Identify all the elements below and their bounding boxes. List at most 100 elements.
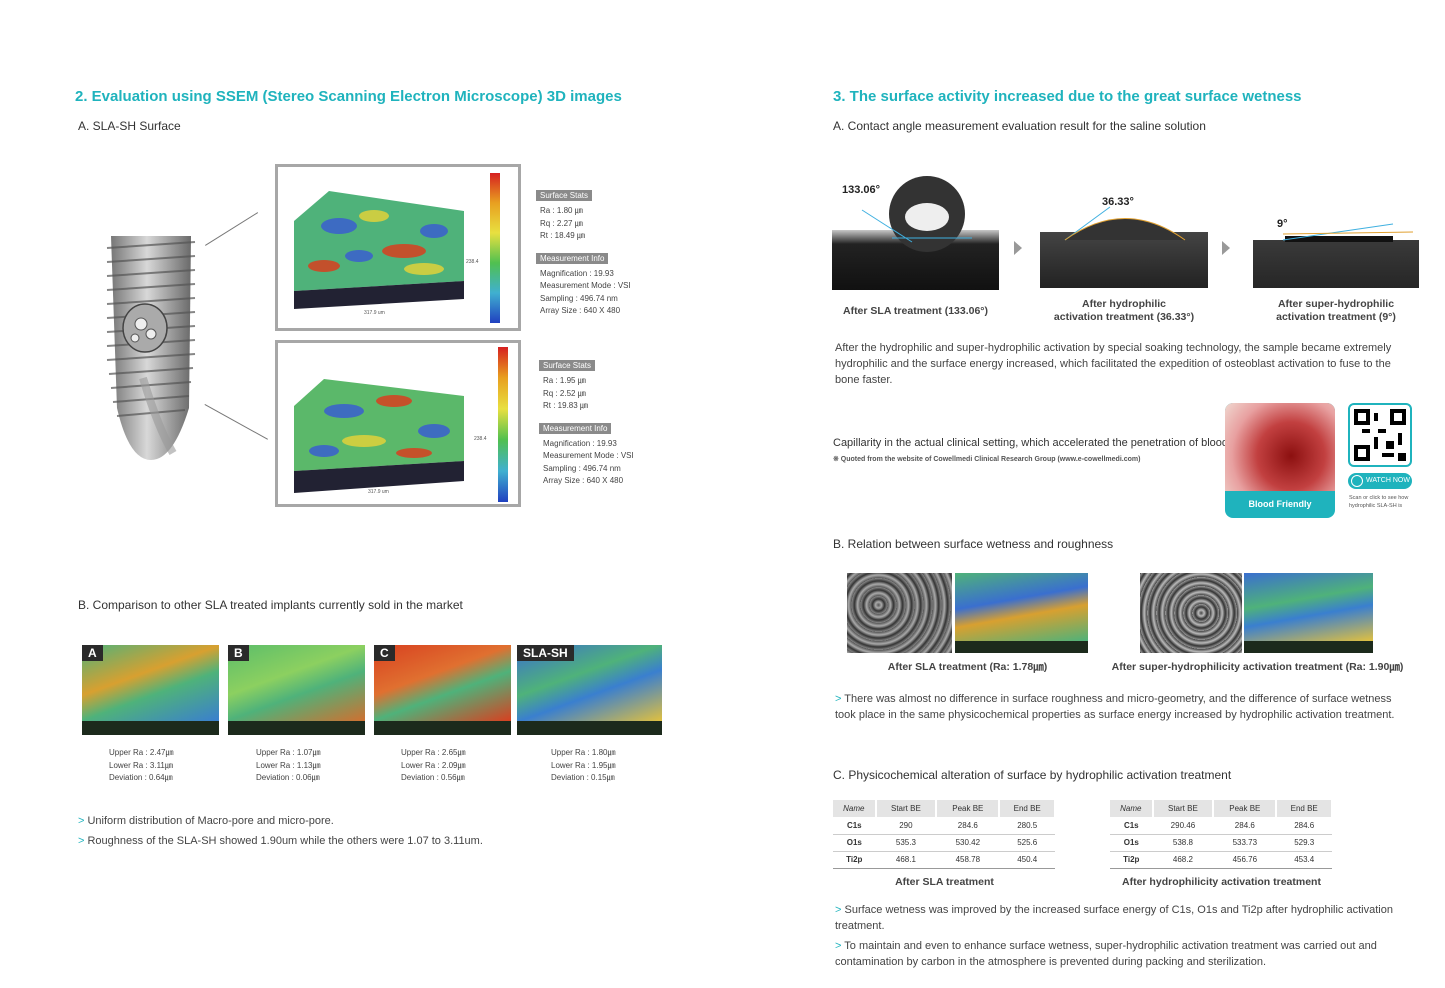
table-row: C1s 290.46 284.6 284.6 bbox=[1110, 817, 1332, 835]
surface-image-2 bbox=[1244, 573, 1373, 653]
blood-friendly-label: Blood Friendly bbox=[1248, 499, 1312, 509]
measurement-info-tag: Measurement Info bbox=[539, 422, 612, 434]
col-header: Peak BE bbox=[1213, 800, 1278, 817]
table-caption-2: After hydrophilicity activation treatmen… bbox=[1122, 875, 1321, 888]
wetness-roughness-subtitle: B. Relation between surface wetness and … bbox=[833, 537, 1114, 551]
bullets-c: > Surface wetness was improved by the in… bbox=[835, 904, 1393, 968]
table-row: Ti2p 468.1 458.78 450.4 bbox=[833, 851, 1055, 869]
cell: Ti2p bbox=[833, 851, 876, 869]
angle-caption-2: After hydrophilic activation treatment (… bbox=[1040, 298, 1208, 324]
surface-stats-tag: Surface Stats bbox=[536, 190, 593, 201]
compare-label-a: A bbox=[82, 645, 103, 661]
magnification: Magnification : 19.93 bbox=[543, 438, 617, 448]
angle-caption-1: After SLA treatment (133.06°) bbox=[832, 305, 999, 318]
xps-table-2: Name Start BE Peak BE End BE C1s 290.46 … bbox=[1110, 800, 1333, 889]
cell: 450.4 bbox=[999, 851, 1055, 869]
cell: O1s bbox=[1110, 834, 1153, 852]
left-bullets: > Uniform distribution of Macro-pore and… bbox=[78, 815, 483, 847]
watch-now-button[interactable]: WATCH NOW bbox=[1348, 473, 1412, 489]
compare-label-c: C bbox=[374, 645, 395, 661]
rq-value: Rq : 2.52 ㎛ bbox=[543, 388, 586, 398]
xps-table-1: Name Start BE Peak BE End BE C1s 290 284… bbox=[833, 800, 1056, 889]
table-row: O1s 538.8 533.73 529.3 bbox=[1110, 834, 1332, 852]
watch-now-label: WATCH NOW bbox=[1366, 477, 1410, 484]
measurement-mode: Measurement Mode : VSI bbox=[540, 281, 631, 290]
compare-stats-c: Upper Ra : 2.65㎛ Lower Ra : 2.09㎛ Deviat… bbox=[401, 747, 465, 785]
contact-angle-image-1: 133.06° bbox=[832, 172, 999, 290]
rt-value: Rt : 19.83 ㎛ bbox=[543, 401, 588, 410]
color-scale-1 bbox=[490, 173, 500, 323]
compare-stats-sla-sh: Upper Ra : 1.80㎛ Lower Ra : 1.95㎛ Deviat… bbox=[551, 747, 615, 785]
sampling: Sampling : 496.74 nm bbox=[540, 293, 618, 303]
contact-angle-subtitle: A. Contact angle measurement evaluation … bbox=[833, 119, 1206, 133]
surface-3d-panel-1: 317.9 um 238.4 bbox=[275, 164, 521, 331]
play-icon bbox=[1351, 475, 1363, 487]
compare-image-b bbox=[228, 645, 365, 735]
stats-block-2: Surface Stats Ra : 1.95 ㎛ Rq : 2.52 ㎛ Rt… bbox=[539, 355, 634, 488]
table-row: O1s 535.3 530.42 525.6 bbox=[833, 834, 1055, 852]
stats-block-1: Surface Stats Ra : 1.80 ㎛ Rq : 2.27 ㎛ Rt… bbox=[536, 185, 631, 318]
contact-angle-image-2: 36.33° bbox=[1040, 192, 1208, 288]
cell: 284.6 bbox=[1213, 817, 1277, 835]
bullet-text: To maintain and even to enhance surface … bbox=[835, 940, 1377, 968]
cell: 533.73 bbox=[1213, 834, 1277, 852]
cell: 284.6 bbox=[936, 817, 1000, 835]
surface-image-1 bbox=[955, 573, 1088, 653]
caption-line: After super-hydrophilic bbox=[1277, 298, 1395, 310]
angle-caption-3: After super-hydrophilic activation treat… bbox=[1253, 298, 1419, 324]
surface-stats-tag: Surface Stats bbox=[539, 360, 596, 371]
ra-value: Ra : 1.95 ㎛ bbox=[543, 376, 586, 385]
roughness-caption-2: After super-hydrophilicity activation tr… bbox=[1111, 661, 1404, 673]
deviation: Deviation : 0.06㎛ bbox=[256, 773, 320, 782]
implant-image bbox=[103, 228, 203, 463]
sampling: Sampling : 496.74 nm bbox=[543, 463, 621, 473]
cell: 529.3 bbox=[1276, 834, 1332, 852]
ra-value: Ra : 1.80 ㎛ bbox=[540, 206, 583, 215]
blood-friendly-card[interactable]: Blood Friendly bbox=[1225, 403, 1335, 518]
capillary-text: Capillarity in the actual clinical setti… bbox=[833, 437, 1232, 449]
y-axis-label-2: 238.4 bbox=[474, 436, 487, 442]
rq-value: Rq : 2.27 ㎛ bbox=[540, 218, 583, 228]
sem-image-1 bbox=[847, 573, 952, 653]
arrow-right-icon bbox=[1014, 241, 1022, 255]
cell: 284.6 bbox=[1276, 817, 1332, 835]
bullet-text: Roughness of the SLA-SH showed 1.90um wh… bbox=[87, 835, 483, 847]
col-header: Start BE bbox=[1152, 800, 1215, 817]
table-row: C1s 290 284.6 280.5 bbox=[833, 817, 1055, 835]
compare-stats-b: Upper Ra : 1.07㎛ Lower Ra : 1.13㎛ Deviat… bbox=[256, 747, 320, 785]
y-axis-label-1: 238.4 bbox=[466, 259, 479, 265]
magnification: Magnification : 19.93 bbox=[540, 268, 614, 278]
cell: 290.46 bbox=[1152, 817, 1214, 835]
sem-image-2 bbox=[1140, 573, 1242, 653]
col-header: Name bbox=[1110, 800, 1154, 817]
deviation: Deviation : 0.56㎛ bbox=[401, 773, 465, 782]
cell: 538.8 bbox=[1152, 834, 1214, 852]
lower-ra: Lower Ra : 2.09㎛ bbox=[401, 760, 466, 770]
quote-text: ※ Quoted from the website of Cowellmedi … bbox=[833, 456, 1141, 463]
comparison-subtitle: B. Comparison to other SLA treated impla… bbox=[78, 598, 463, 612]
compare-label-b: B bbox=[228, 645, 249, 661]
right-heading: 3. The surface activity increased due to… bbox=[833, 88, 1302, 105]
cell: 530.42 bbox=[936, 834, 1000, 852]
qr-code[interactable] bbox=[1348, 403, 1412, 467]
measurement-mode: Measurement Mode : VSI bbox=[543, 451, 634, 460]
x-axis-label-1: 317.9 um bbox=[364, 310, 385, 316]
deviation: Deviation : 0.64㎛ bbox=[109, 773, 173, 782]
caption-line: activation treatment (36.33°) bbox=[1053, 311, 1195, 323]
col-header: End BE bbox=[999, 800, 1056, 817]
caption-line: activation treatment (9°) bbox=[1276, 311, 1396, 323]
cell: 456.76 bbox=[1213, 851, 1277, 869]
table-caption-1: After SLA treatment bbox=[895, 875, 994, 888]
bullet-text: Uniform distribution of Macro-pore and m… bbox=[87, 815, 334, 827]
array-size: Array Size : 640 X 480 bbox=[543, 476, 624, 485]
cell: 290 bbox=[875, 817, 937, 835]
surface-3d-panel-2: 317.9 um 238.4 bbox=[275, 340, 521, 507]
surface-3d-plot-2 bbox=[294, 379, 464, 493]
cell: 468.1 bbox=[875, 851, 937, 869]
cell: Ti2p bbox=[1110, 851, 1153, 869]
bullet-text: There was almost no difference in surfac… bbox=[835, 693, 1395, 721]
sla-sh-surface-subtitle: A. SLA-SH Surface bbox=[78, 119, 181, 133]
connector-line-bottom bbox=[204, 404, 268, 440]
col-header: End BE bbox=[1276, 800, 1333, 817]
col-header: Peak BE bbox=[936, 800, 1001, 817]
